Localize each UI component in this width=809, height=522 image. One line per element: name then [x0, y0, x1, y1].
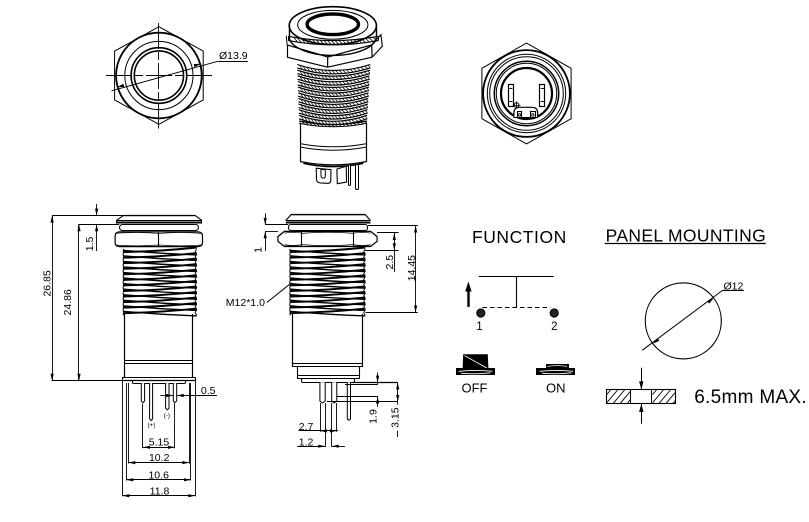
svg-text:11.8: 11.8 [150, 486, 170, 498]
svg-text:1.9: 1.9 [367, 409, 379, 424]
svg-text:OFF: OFF [462, 381, 488, 396]
svg-text:26.85: 26.85 [41, 270, 53, 296]
svg-text:10.2: 10.2 [149, 452, 170, 464]
svg-text:Ø12: Ø12 [724, 280, 744, 292]
svg-text:3.15: 3.15 [389, 407, 401, 428]
svg-text:2: 2 [551, 321, 557, 333]
svg-text:24.86: 24.86 [62, 289, 74, 315]
svg-text:14.45: 14.45 [406, 255, 418, 281]
svg-text:1: 1 [476, 321, 482, 333]
svg-text:PANEL MOUNTING: PANEL MOUNTING [606, 226, 766, 246]
svg-text:1: 1 [253, 247, 265, 253]
svg-text:2.5: 2.5 [384, 255, 396, 270]
svg-text:M12*1.0: M12*1.0 [226, 297, 265, 309]
svg-text:2.7: 2.7 [299, 421, 314, 433]
svg-text:ON: ON [546, 381, 566, 396]
svg-text:Ø13.9: Ø13.9 [219, 50, 248, 62]
svg-text:10.6: 10.6 [148, 469, 169, 481]
svg-text:0.5: 0.5 [201, 385, 216, 397]
svg-text:5.15: 5.15 [149, 436, 170, 448]
svg-text:1.5: 1.5 [84, 237, 96, 252]
svg-text:(+): (+) [147, 422, 155, 429]
svg-text:(-): (-) [164, 412, 170, 419]
svg-text:1.2: 1.2 [299, 436, 314, 448]
svg-text:FUNCTION: FUNCTION [472, 227, 567, 247]
svg-text:6.5mm MAX.: 6.5mm MAX. [694, 387, 807, 408]
